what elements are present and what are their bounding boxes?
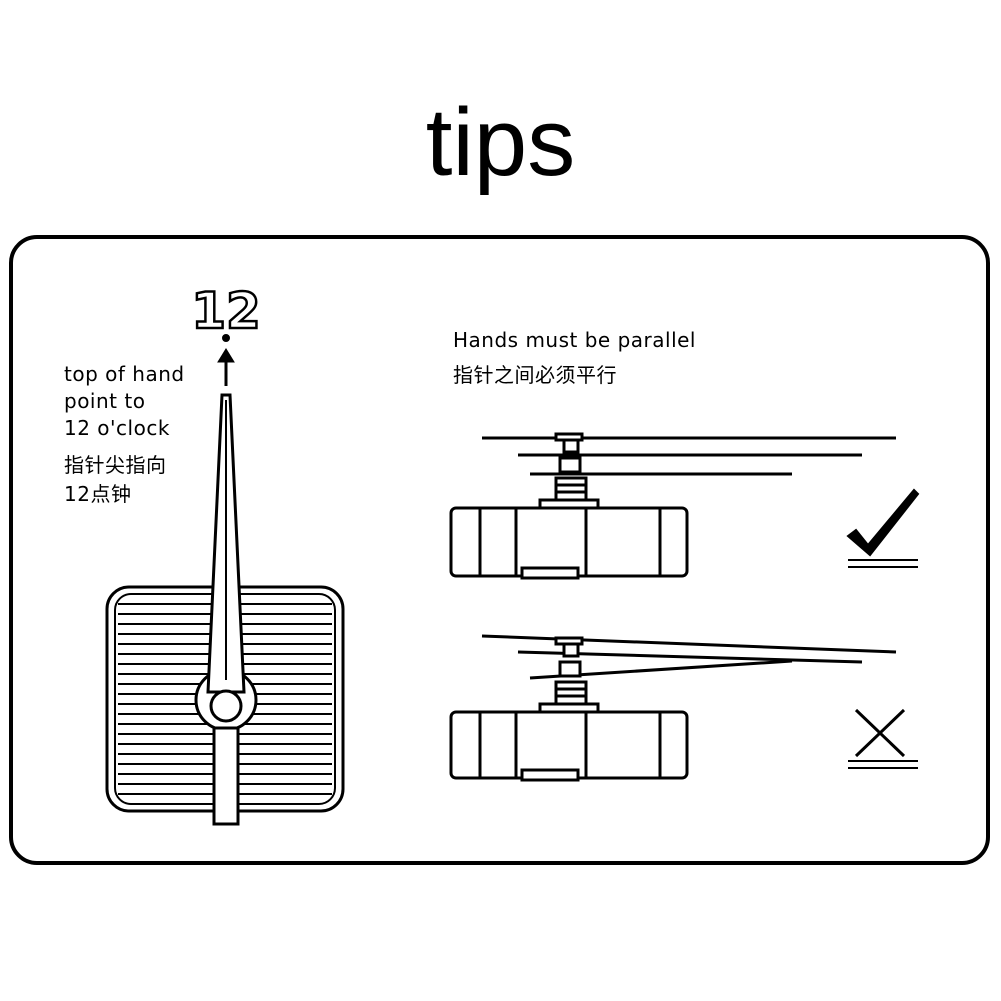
instruction-en-line-1: top of hand (64, 362, 185, 386)
up-arrow-icon (217, 334, 235, 386)
instruction-en-line-2: point to (64, 389, 146, 413)
hour-number-12: 12 (190, 281, 262, 340)
parallel-heading-zh: 指针之间必须平行 (453, 363, 617, 387)
movement-side-correct (449, 432, 896, 580)
movement-side-wrong (449, 634, 897, 782)
instruction-zh-line-1: 指针尖指向 (64, 453, 167, 477)
checkmark-icon (846, 488, 920, 568)
instruction-en-line-3: 12 o'clock (64, 416, 170, 440)
instruction-zh-line-2: 12点钟 (64, 482, 132, 506)
page-title: tips (425, 89, 576, 196)
cross-icon (848, 708, 918, 769)
clock-hand (194, 393, 258, 826)
parallel-heading-en: Hands must be parallel (453, 328, 696, 352)
svg-text:12: 12 (191, 282, 261, 340)
